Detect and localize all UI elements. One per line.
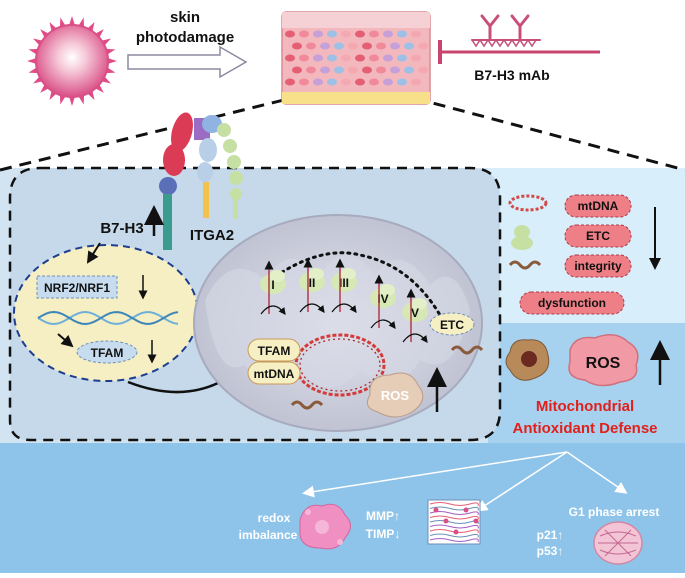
mtdna-ring-inner xyxy=(299,338,381,392)
antibody-label: B7-H3 mAb xyxy=(474,67,549,83)
nrf-label: NRF2/NRF1 xyxy=(44,281,110,295)
zoom-line-right xyxy=(394,91,685,172)
antibody-icon xyxy=(471,14,541,48)
right-pill-label-integrity: integrity xyxy=(574,259,622,273)
right-pill-mtDNA: mtDNA xyxy=(564,194,632,218)
damaged-dna-icon-2 xyxy=(290,400,324,410)
etc-mito-label: ETC xyxy=(440,318,464,332)
right-pill-dysfunction: dysfunction xyxy=(519,291,625,315)
etc-mito-box xyxy=(429,312,475,336)
integrity-small-icon xyxy=(508,260,542,270)
complex-label-I: I xyxy=(271,278,274,292)
arrow-to-mmp xyxy=(475,451,568,512)
bottom-panel xyxy=(0,443,685,573)
b7h3-to-nucleus-arrow xyxy=(86,242,101,264)
g1-label: G1 phase arrest xyxy=(569,505,660,519)
p21-label: p21↑ xyxy=(537,528,564,542)
itga2-label: ITGA2 xyxy=(190,227,234,244)
tfam-mito-label: TFAM xyxy=(258,344,291,358)
timp-label: TIMP↓ xyxy=(366,527,401,541)
etc-small-icon xyxy=(511,225,533,250)
tfam-nucleus-label: TFAM xyxy=(91,346,124,360)
nrf-box xyxy=(36,275,118,299)
photodamage-arrow xyxy=(127,45,248,79)
right-pill-integrity: integrity xyxy=(564,254,632,278)
uv-sun-icon xyxy=(27,16,117,106)
dna-helix-icon xyxy=(37,310,179,326)
arrow-label-line1: skin xyxy=(170,9,200,26)
b7h3-label: B7-H3 xyxy=(100,220,143,237)
right-pill-label-ETC: ETC xyxy=(586,229,610,243)
tfam-mito-box xyxy=(247,338,301,362)
ros-cloud xyxy=(568,334,639,387)
dividing-cell-icon xyxy=(593,521,643,565)
ros-mito-label: ROS xyxy=(381,388,410,403)
complex-label-V: V xyxy=(411,306,419,320)
zoom-line-left xyxy=(0,91,313,172)
complex-III: III xyxy=(331,258,357,313)
ecm-tissue-icon xyxy=(427,499,481,545)
skin-tissue-icon xyxy=(281,11,431,105)
mtdna-small-icon xyxy=(508,194,548,212)
right-pill-label-mtDNA: mtDNA xyxy=(578,199,619,213)
p53-label: p53↑ xyxy=(537,544,564,558)
arrow-to-g1 xyxy=(566,451,628,494)
damaged-dna-icon xyxy=(450,345,484,355)
complex-V: V xyxy=(402,288,428,343)
mmp-label: MMP↑ xyxy=(366,509,400,523)
ros-cell-icon xyxy=(505,339,550,381)
ros-right-label: ROS xyxy=(586,355,621,372)
nrf-to-tfam-arrow xyxy=(57,333,74,348)
ros-blob-mito xyxy=(366,372,424,418)
arrow-to-redox xyxy=(302,451,568,498)
redox-line1: redox xyxy=(258,511,291,525)
complex-I: I xyxy=(260,260,286,315)
itga2-protein-icon xyxy=(194,115,243,219)
complex-label-II: II xyxy=(309,276,316,290)
mtdna-mito-label: mtDNA xyxy=(254,367,295,381)
complex-IV: IV xyxy=(370,274,396,329)
redox-line2: imbalance xyxy=(239,528,298,542)
tfam-nucleus-box xyxy=(76,340,138,364)
complex-label-IV: IV xyxy=(377,292,388,306)
arrow-label-line2: photodamage xyxy=(136,29,234,46)
defense-line1: Mitochondrial xyxy=(536,398,634,415)
b7h3-protein-icon xyxy=(159,112,193,250)
etc-dotted-path xyxy=(268,251,442,317)
mtdna-mito-box xyxy=(247,361,301,385)
redox-cell-icon xyxy=(299,503,351,550)
complex-II: II xyxy=(299,258,325,313)
right-pill-label-dysfunction: dysfunction xyxy=(538,296,606,310)
defense-line2: Antioxidant Defense xyxy=(512,420,657,437)
complex-label-III: III xyxy=(339,276,349,290)
right-pill-ETC: ETC xyxy=(564,224,632,248)
